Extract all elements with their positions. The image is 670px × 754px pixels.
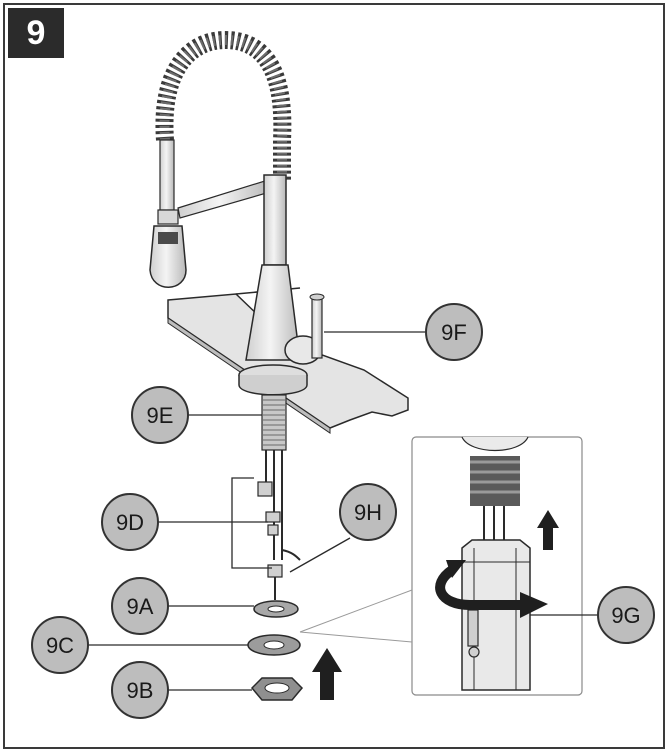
leader-lines <box>88 331 598 691</box>
up-arrow-icon <box>312 648 342 700</box>
step-frame <box>3 3 665 749</box>
callout-9C: 9C <box>31 616 89 674</box>
svg-text:9D: 9D <box>116 510 144 535</box>
faucet-column <box>238 174 308 396</box>
callout-9F: 9F <box>425 303 483 361</box>
svg-text:9F: 9F <box>441 320 467 345</box>
callout-9A: 9A <box>111 577 169 635</box>
bracket-9D <box>231 477 272 569</box>
spray-head <box>149 139 187 288</box>
metal-washer-9C <box>247 634 301 656</box>
svg-text:9G: 9G <box>611 603 640 628</box>
small-up-arrow-icon <box>537 510 559 550</box>
spring-coil <box>155 30 292 180</box>
curved-rotate-arrow-icon <box>435 560 548 618</box>
threaded-shank <box>261 394 287 451</box>
rubber-washer-9A <box>253 600 299 618</box>
inset-shank-detail <box>461 436 531 691</box>
supply-lines <box>257 450 301 600</box>
leader-9H <box>289 537 351 573</box>
faucet-handle <box>284 293 325 365</box>
inset-detail-box <box>299 436 583 696</box>
callout-9H: 9H <box>339 483 397 541</box>
step-number-badge: 9 <box>8 8 64 58</box>
svg-text:9H: 9H <box>354 500 382 525</box>
callout-9B: 9B <box>111 661 169 719</box>
svg-text:9A: 9A <box>127 594 154 619</box>
svg-text:9E: 9E <box>147 403 174 428</box>
callout-9D: 9D <box>101 493 159 551</box>
svg-text:9B: 9B <box>127 678 154 703</box>
mounting-nut-9B <box>250 677 304 701</box>
spray-holder-arm <box>177 179 271 219</box>
callout-9E: 9E <box>131 386 189 444</box>
svg-text:9C: 9C <box>46 633 74 658</box>
callout-9G: 9G <box>597 586 655 644</box>
